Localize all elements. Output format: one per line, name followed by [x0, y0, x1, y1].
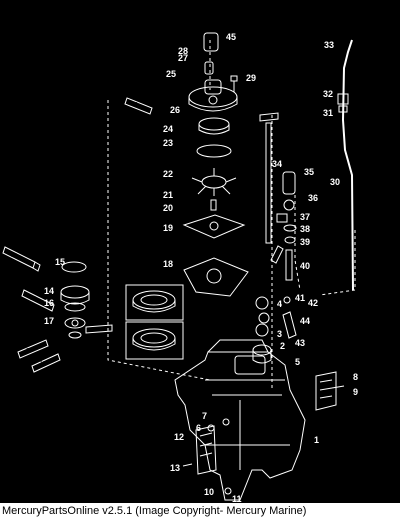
callout-45: 45: [226, 32, 236, 42]
callout-39: 39: [300, 237, 310, 247]
callout-25: 25: [166, 69, 176, 79]
callout-40: 40: [300, 261, 310, 271]
gasket-ring: [196, 144, 232, 158]
callout-32: 32: [323, 89, 333, 99]
callout-24: 24: [163, 124, 173, 134]
tube-label: 87: [11, 253, 17, 259]
callout-11: 11: [232, 494, 242, 503]
callout-42: 42: [308, 298, 318, 308]
callout-8: 8: [353, 372, 358, 382]
washer-part: [207, 424, 215, 432]
callout-21: 21: [163, 190, 173, 200]
callout-35: 35: [304, 167, 314, 177]
callout-10: 10: [204, 487, 214, 497]
bolt-part: [331, 385, 345, 389]
water-pump-housing: [188, 79, 238, 112]
pin-part: [204, 61, 214, 75]
callouts: 45 28 27 25 29 26 24 23 22 21 20 19 18 1…: [44, 32, 358, 503]
gearcase-housing: [174, 339, 306, 501]
bolt-part: [182, 463, 193, 467]
callout-9: 9: [353, 387, 358, 397]
seal-detail-box: [125, 284, 184, 360]
tube-label: 19: [40, 361, 46, 367]
callout-6: 6: [196, 423, 201, 433]
assembly-guide-lines: [107, 40, 356, 390]
callout-31: 31: [323, 108, 333, 118]
washer-part: [222, 418, 230, 426]
callout-22: 22: [163, 169, 173, 179]
callout-30: 30: [330, 177, 340, 187]
callout-15: 15: [55, 257, 65, 267]
callout-36: 36: [308, 193, 318, 203]
tube-label: 95: [93, 327, 99, 333]
tube-label: 7: [26, 348, 29, 354]
washer-part: [224, 487, 232, 495]
callout-29: 29: [246, 73, 256, 83]
sleeve-part: [203, 32, 219, 52]
callout-43: 43: [295, 338, 305, 348]
callout-4: 4: [277, 299, 282, 309]
callout-37: 37: [300, 212, 310, 222]
trim-tab-plate: [315, 371, 337, 411]
tube-labels: 87 87 95 95 7 19 95: [11, 102, 270, 367]
tube-label: 95: [132, 102, 138, 108]
pump-insert: [198, 117, 230, 135]
impeller-part: [191, 168, 237, 196]
shift-rod: [337, 39, 354, 291]
pump-base-plate: [183, 257, 249, 297]
callout-27: 27: [178, 53, 188, 63]
callout-18: 18: [163, 259, 173, 269]
callout-19: 19: [163, 223, 173, 233]
shift-components: [252, 122, 297, 364]
callout-1: 1: [314, 435, 319, 445]
bearing-stack: [60, 261, 90, 339]
callout-14: 14: [44, 286, 54, 296]
callout-23: 23: [163, 138, 173, 148]
callout-16: 16: [44, 298, 54, 308]
callout-26: 26: [170, 105, 180, 115]
callout-7: 7: [202, 411, 207, 421]
callout-44: 44: [300, 316, 310, 326]
face-plate: [182, 214, 246, 239]
callout-41: 41: [295, 293, 305, 303]
image-caption: MercuryPartsOnline v2.5.1 (Image Copyrig…: [2, 505, 307, 517]
exploded-parts-diagram: 87 87 95 95 7 19 95 45 28 27 25 29 26 24…: [0, 0, 400, 503]
callout-5: 5: [295, 357, 300, 367]
lubricant-tubes: [2, 97, 284, 373]
callout-28: 28: [178, 46, 188, 56]
screw-part: [230, 75, 238, 92]
callout-2: 2: [280, 341, 285, 351]
callout-12: 12: [174, 432, 184, 442]
callout-33: 33: [324, 40, 334, 50]
callout-17: 17: [44, 316, 54, 326]
callout-34: 34: [272, 159, 282, 169]
tube-label: 95: [264, 115, 270, 121]
callout-3: 3: [277, 329, 282, 339]
callout-38: 38: [300, 224, 310, 234]
key-part: [210, 199, 217, 211]
callout-13: 13: [170, 463, 180, 473]
callout-20: 20: [163, 203, 173, 213]
tube-label: 87: [30, 296, 36, 302]
